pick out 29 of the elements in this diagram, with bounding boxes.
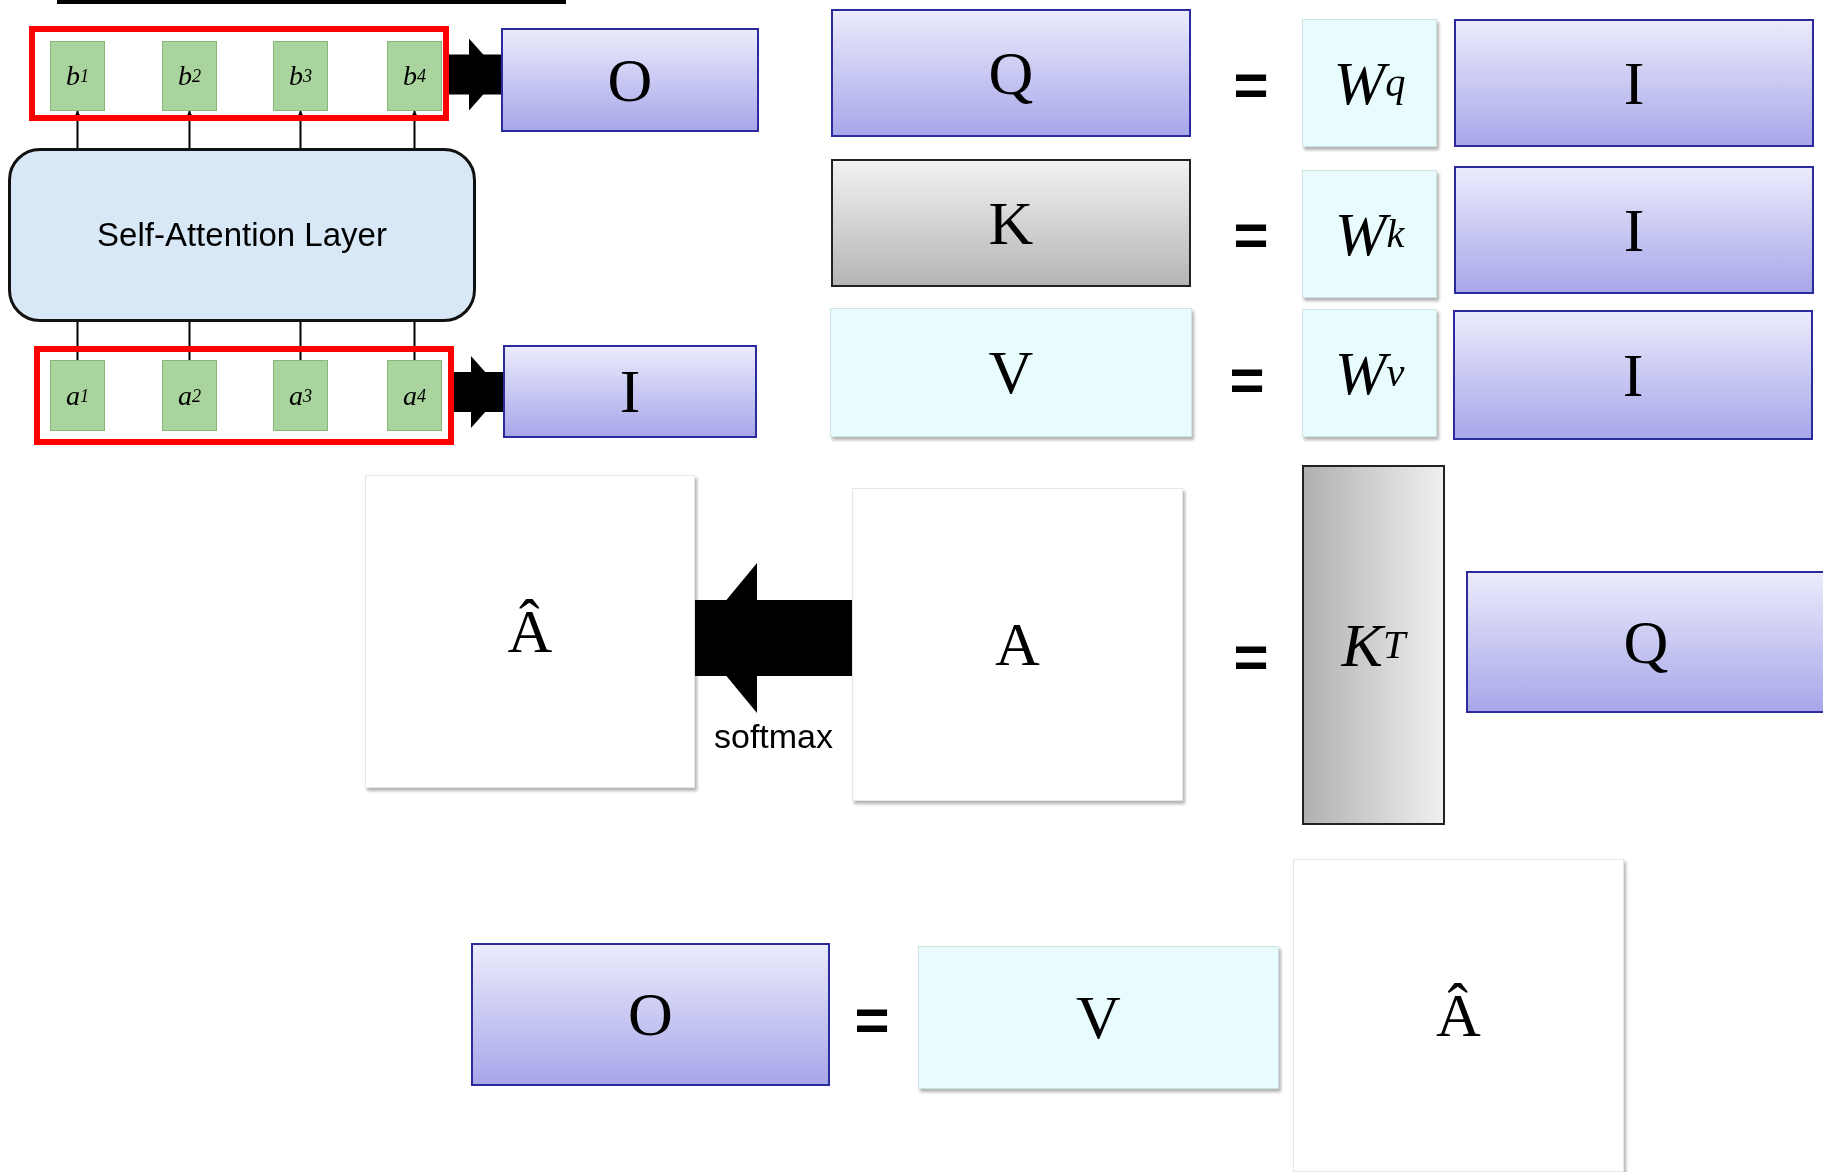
highlight-frame (34, 346, 454, 445)
equals-sign: = (1233, 55, 1269, 115)
equals-sign: = (854, 990, 890, 1050)
connector-line (299, 321, 302, 361)
connector-line (188, 321, 191, 361)
matrix-box: I (1453, 310, 1813, 440)
highlight-frame (29, 26, 449, 121)
connector-line (413, 321, 416, 361)
equals-sign: = (1233, 627, 1269, 687)
matrix-box: V (830, 308, 1192, 437)
matrix-box: Â (1293, 859, 1624, 1172)
connector-line (76, 321, 79, 361)
equals-sign: = (1233, 205, 1269, 265)
matrix-box: I (1454, 19, 1814, 147)
matrix-box: A (852, 488, 1183, 801)
block-arrow (695, 563, 852, 713)
matrix-box: V (918, 946, 1279, 1089)
matrix-box: Â (365, 475, 695, 788)
matrix-box: Q (1466, 571, 1823, 713)
matrix-box: I (1454, 166, 1814, 294)
block-arrow (449, 38, 501, 111)
layer-box: Self-Attention Layer (8, 148, 476, 322)
matrix-box: I (503, 345, 757, 438)
matrix-box: O (471, 943, 830, 1086)
equals-sign: = (1229, 350, 1265, 410)
block-arrow (454, 356, 503, 428)
matrix-box: Q (831, 9, 1191, 137)
matrix-box: O (501, 28, 759, 132)
matrix-box: K (831, 159, 1191, 287)
